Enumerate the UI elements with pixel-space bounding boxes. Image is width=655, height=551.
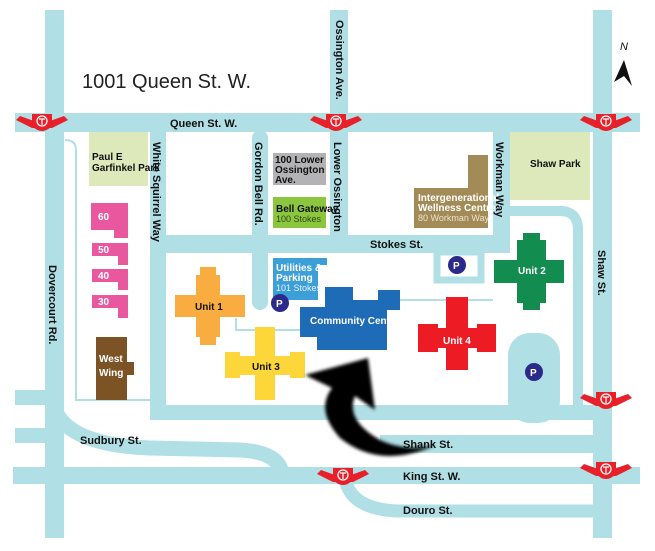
garfinkel-park-label-2: Garfinkel Park bbox=[92, 163, 160, 174]
bell-gateway-label: Bell Gateway bbox=[276, 204, 339, 215]
street-gordon-bell: Gordon Bell Rd. bbox=[252, 142, 264, 226]
garfinkel-park[interactable] bbox=[89, 132, 148, 186]
parking-marker[interactable]: P bbox=[271, 294, 289, 312]
parking-icon: P bbox=[276, 299, 283, 310]
north-arrow-icon: N bbox=[614, 41, 632, 86]
street-lower-ossington: Lower Ossington bbox=[331, 142, 343, 232]
street-shank: Shank St. bbox=[403, 439, 453, 451]
building-30[interactable]: 30 bbox=[92, 295, 128, 318]
compass-label: N bbox=[620, 41, 628, 53]
street-dovercourt: Dovercourt Rd. bbox=[46, 265, 58, 344]
map-title: 1001 Queen St. W. bbox=[82, 71, 251, 93]
garfinkel-park-label: Paul E bbox=[92, 152, 123, 163]
building-40[interactable]: 40 bbox=[92, 269, 128, 290]
wellness-centre-address: 80 Workman Way bbox=[418, 213, 490, 223]
street-stokes: Stokes St. bbox=[370, 239, 423, 251]
street-king: King St. W. bbox=[403, 471, 460, 483]
unit-2-label: Unit 2 bbox=[518, 266, 546, 277]
street-shaw: Shaw St. bbox=[595, 250, 607, 296]
building-30-label: 30 bbox=[98, 297, 110, 308]
unit-1-label: Unit 1 bbox=[195, 302, 223, 313]
west-wing[interactable]: West Wing bbox=[96, 337, 134, 400]
unit-3[interactable]: Unit 3 bbox=[225, 327, 305, 400]
arrow-to-community-centre-icon bbox=[305, 358, 436, 456]
community-centre[interactable]: Community Centre bbox=[300, 287, 400, 350]
parking-marker[interactable]: P bbox=[525, 363, 543, 381]
street-white-squirrel: White Squirrel Way bbox=[150, 142, 162, 243]
utilities-label: Utilities & bbox=[276, 263, 322, 274]
unit-1[interactable]: Unit 1 bbox=[175, 267, 245, 345]
wellness-centre-label-2: Wellness Centre bbox=[418, 203, 496, 214]
street-sudbury: Sudbury St. bbox=[80, 435, 142, 447]
wellness-centre[interactable]: Intergenerational Wellness Centre 80 Wor… bbox=[414, 155, 499, 228]
street-ossington: Ossington Ave. bbox=[333, 20, 345, 100]
utilities-address: 101 Stokes bbox=[276, 283, 322, 293]
shaw-park-label: Shaw Park bbox=[530, 159, 581, 170]
lower-ossington-label-2: Ossington bbox=[275, 165, 324, 176]
building-50-label: 50 bbox=[98, 245, 110, 256]
building-40-label: 40 bbox=[98, 271, 110, 282]
bell-gateway-address: 100 Stokes bbox=[276, 214, 322, 224]
lower-ossington-label: 100 Lower bbox=[275, 155, 324, 166]
unit-4-label: Unit 4 bbox=[443, 336, 471, 347]
street-queen: Queen St. W. bbox=[170, 118, 237, 130]
utilities-parking[interactable]: Utilities & Parking 101 Stokes bbox=[273, 258, 327, 300]
bell-gateway[interactable]: Bell Gateway 100 Stokes bbox=[273, 197, 339, 228]
street-workman: Workman Way bbox=[493, 142, 505, 218]
lower-ossington-label-3: Ave. bbox=[275, 175, 296, 186]
wellness-centre-label: Intergenerational bbox=[418, 193, 499, 204]
street-douro: Douro St. bbox=[403, 505, 453, 517]
west-wing-label: West bbox=[99, 354, 123, 365]
west-wing-label-2: Wing bbox=[99, 368, 123, 379]
unit-3-label: Unit 3 bbox=[252, 362, 280, 373]
utilities-label-2: Parking bbox=[276, 273, 313, 284]
shaw-park[interactable] bbox=[510, 132, 590, 200]
community-centre-label: Community Centre bbox=[310, 316, 400, 327]
parking-icon: P bbox=[453, 261, 460, 272]
building-60[interactable]: 60 bbox=[91, 203, 128, 238]
parking-icon: P bbox=[530, 368, 537, 379]
unit-4[interactable]: Unit 4 bbox=[418, 297, 496, 370]
building-60-label: 60 bbox=[98, 212, 110, 223]
building-50[interactable]: 50 bbox=[92, 243, 128, 265]
parking-marker[interactable]: P bbox=[448, 256, 466, 274]
unit-2[interactable]: Unit 2 bbox=[494, 233, 564, 310]
lower-ossington-100[interactable]: 100 Lower Ossington Ave. bbox=[273, 153, 326, 186]
